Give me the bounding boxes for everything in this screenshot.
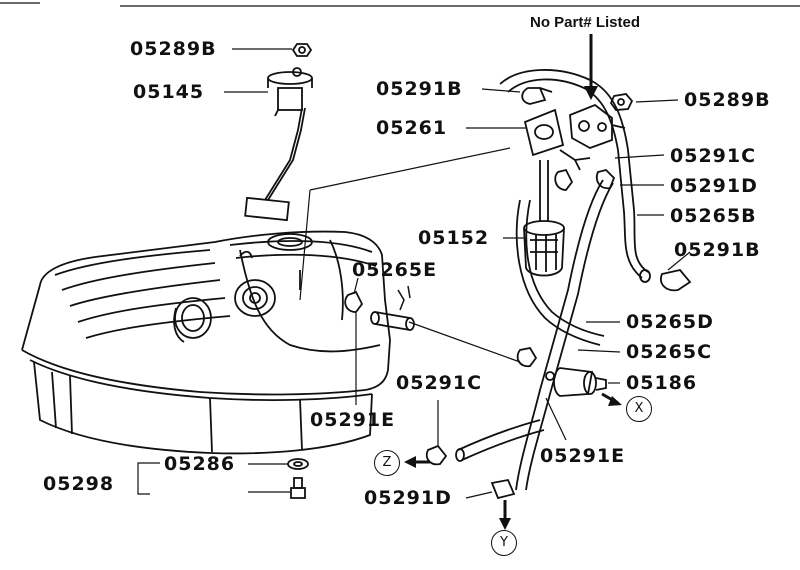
label-05291E-right: 05291E [540, 445, 626, 467]
label-05265C: 05265C [626, 341, 713, 363]
leader-lines [137, 48, 691, 499]
label-05291B-right: 05291B [674, 239, 761, 261]
washer-bolt [287, 458, 309, 499]
label-05289B-right: 05289B [684, 89, 771, 111]
fuel-pump [545, 367, 607, 397]
nut-top [291, 43, 313, 57]
ref-circle-x: X [626, 396, 652, 422]
label-05265E: 05265E [352, 259, 438, 281]
label-05291D-right: 05291D [670, 175, 758, 197]
hoses [370, 69, 651, 491]
clamp-top [521, 87, 553, 105]
bracket-marks [397, 285, 411, 311]
label-05286: 05286 [164, 453, 236, 475]
note-arrow [584, 34, 598, 100]
clamps [344, 168, 692, 500]
nut-right [609, 93, 634, 111]
label-05186: 05186 [626, 372, 698, 394]
no-part-note: No Part# Listed [530, 14, 641, 31]
label-05291E-left: 05291E [310, 409, 396, 431]
label-05261: 05261 [376, 117, 448, 139]
label-05145: 05145 [133, 81, 205, 103]
label-05265B: 05265B [670, 205, 757, 227]
label-05291B-top: 05291B [376, 78, 463, 100]
label-05291D-low: 05291D [364, 487, 452, 509]
label-05152: 05152 [418, 227, 490, 249]
label-05265D: 05265D [626, 311, 714, 333]
label-05291C-low: 05291C [396, 372, 483, 394]
label-05289B-top: 05289B [130, 38, 217, 60]
fuel-tank [21, 230, 391, 455]
top-border [0, 2, 800, 7]
ref-arrows [404, 392, 622, 530]
sender-unit [244, 67, 313, 290]
fuel-filter [523, 220, 565, 277]
label-05298: 05298 [43, 473, 115, 495]
pump-mount [523, 103, 626, 171]
ref-circle-y: Y [491, 530, 517, 556]
label-05291C-right: 05291C [670, 145, 757, 167]
ref-circle-z: Z [374, 450, 400, 476]
